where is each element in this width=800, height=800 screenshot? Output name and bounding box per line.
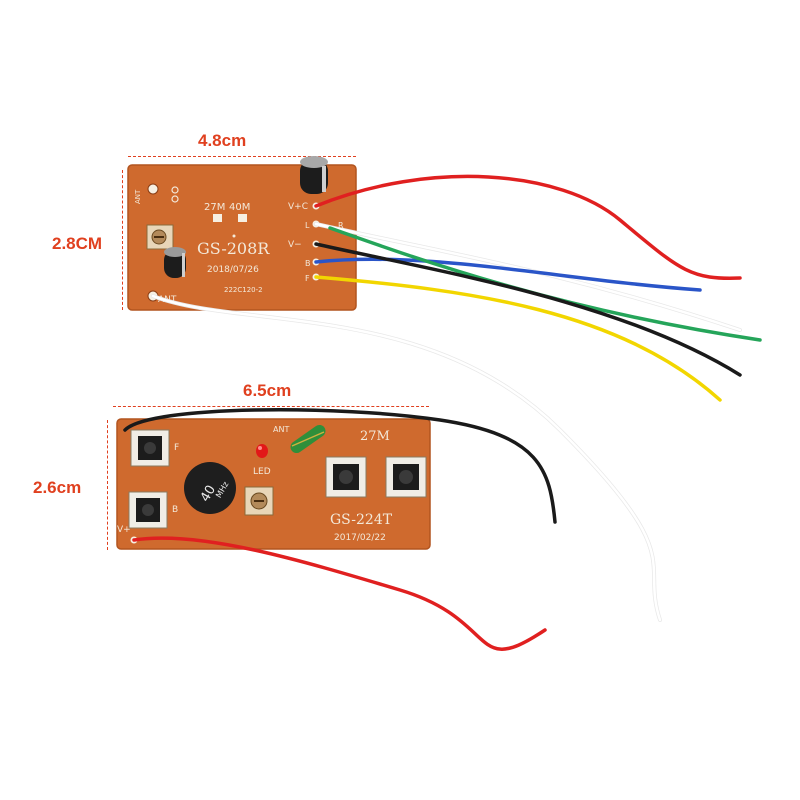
transmitter-ant-label: ANT [273,425,289,434]
receiver-height-line [122,170,123,310]
receiver-pin-f: F [305,274,310,283]
svg-text:40: 40 [198,483,219,505]
receiver-width-label: 4.8cm [198,131,247,150]
receiver-pin-vplus: V+C [288,202,308,212]
transmitter-height-label: 2.6cm [33,478,82,497]
receiver-pin-l: L [305,221,310,230]
transmitter-button-3 [325,456,367,498]
receiver-freq-27: 27M [204,202,225,213]
transmitter-crystal: 40 MHz [184,462,236,514]
transmitter-led [256,444,268,458]
transmitter-coil [290,424,326,454]
transmitter-button-f [130,429,170,467]
transmitter-button-b [128,491,168,529]
transmitter-date-text: 2017/02/22 [334,533,386,543]
transmitter-model-text: GS-224T [330,512,393,528]
receiver-width-line [128,156,356,157]
receiver-pin-r: R [338,221,344,230]
transmitter-btn-f-label: F [174,443,179,453]
transmitter-button-4 [385,456,427,498]
transmitter-width-label: 6.5cm [243,381,292,400]
receiver-height-label: 2.8CM [52,234,103,253]
transmitter-wires [123,408,557,651]
receiver-ant-top-text: ANT [134,189,142,204]
receiver-pin-b: B [305,259,311,268]
receiver-date-text: 2018/07/26 [207,265,259,275]
transmitter-board: F B 40 MHz LED [116,418,431,550]
transmitter-pin-vplus: V+ [117,525,131,535]
receiver-code-text: 222C120-2 [224,286,263,294]
transmitter-led-label: LED [253,467,271,477]
receiver-freq-40: 40M [229,202,250,213]
receiver-board: ANT ANT 27M 40M GS-208R 2018/07/26 222C1… [127,156,357,311]
receiver-capacitor-1 [164,247,186,278]
transmitter-btn-b-label: B [172,505,178,515]
transmitter-freq-text: 27M [360,429,390,444]
receiver-pin-vminus: V− [288,240,302,250]
transmitter-width-line [113,406,429,407]
receiver-model-text: GS-208R [197,239,270,258]
receiver-wires [151,174,762,622]
transmitter-height-line [107,420,108,550]
receiver-capacitor-2 [300,156,328,194]
